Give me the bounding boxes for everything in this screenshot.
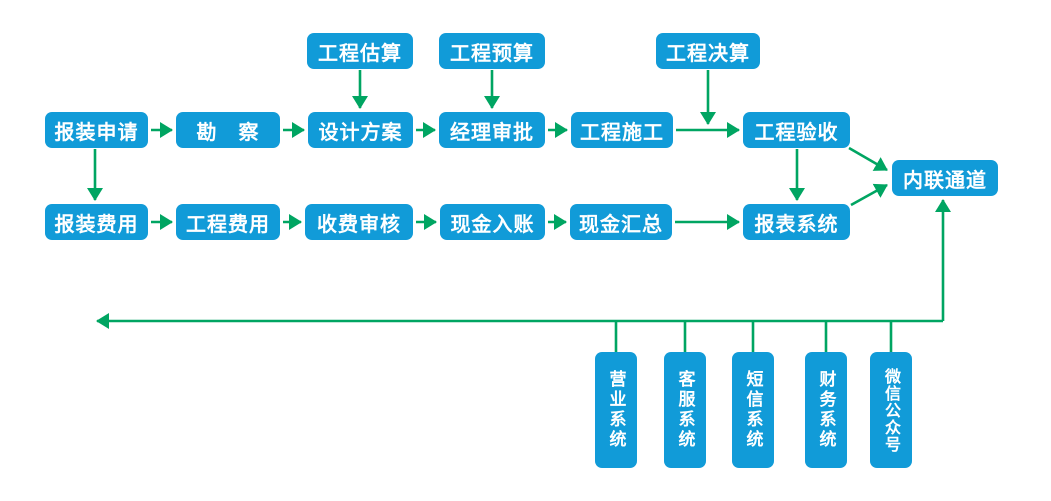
node-cash-entry: 现金入账 (440, 204, 545, 240)
node-survey: 勘 察 (176, 112, 280, 148)
node-report-system: 报表系统 (743, 204, 850, 240)
node-project-fee: 工程费用 (176, 204, 280, 240)
node-project-estimate: 工程估算 (307, 33, 413, 69)
node-finance-system: 财务系统 (805, 352, 847, 468)
node-construction: 工程施工 (571, 112, 673, 148)
arrow-acceptance-to-hub (848, 146, 888, 172)
node-install-fee: 报装费用 (45, 204, 148, 240)
node-fee-audit: 收费审核 (305, 204, 413, 240)
node-project-final-account: 工程决算 (656, 33, 760, 69)
node-cash-summary: 现金汇总 (570, 204, 672, 240)
node-customer-service-system: 客服系统 (664, 352, 706, 468)
node-install-application: 报装申请 (45, 112, 148, 148)
node-manager-approval: 经理审批 (439, 112, 545, 148)
node-sms-system: 短信系统 (732, 352, 774, 468)
node-design-plan: 设计方案 (308, 112, 413, 148)
node-wechat-official-account: 微信公众号 (870, 352, 912, 468)
arrow-report-system-to-hub (850, 183, 888, 207)
node-intranet-channel: 内联通道 (892, 160, 998, 196)
node-acceptance: 工程验收 (743, 112, 850, 148)
node-business-system: 营业系统 (595, 352, 637, 468)
node-project-budget: 工程预算 (439, 33, 545, 69)
